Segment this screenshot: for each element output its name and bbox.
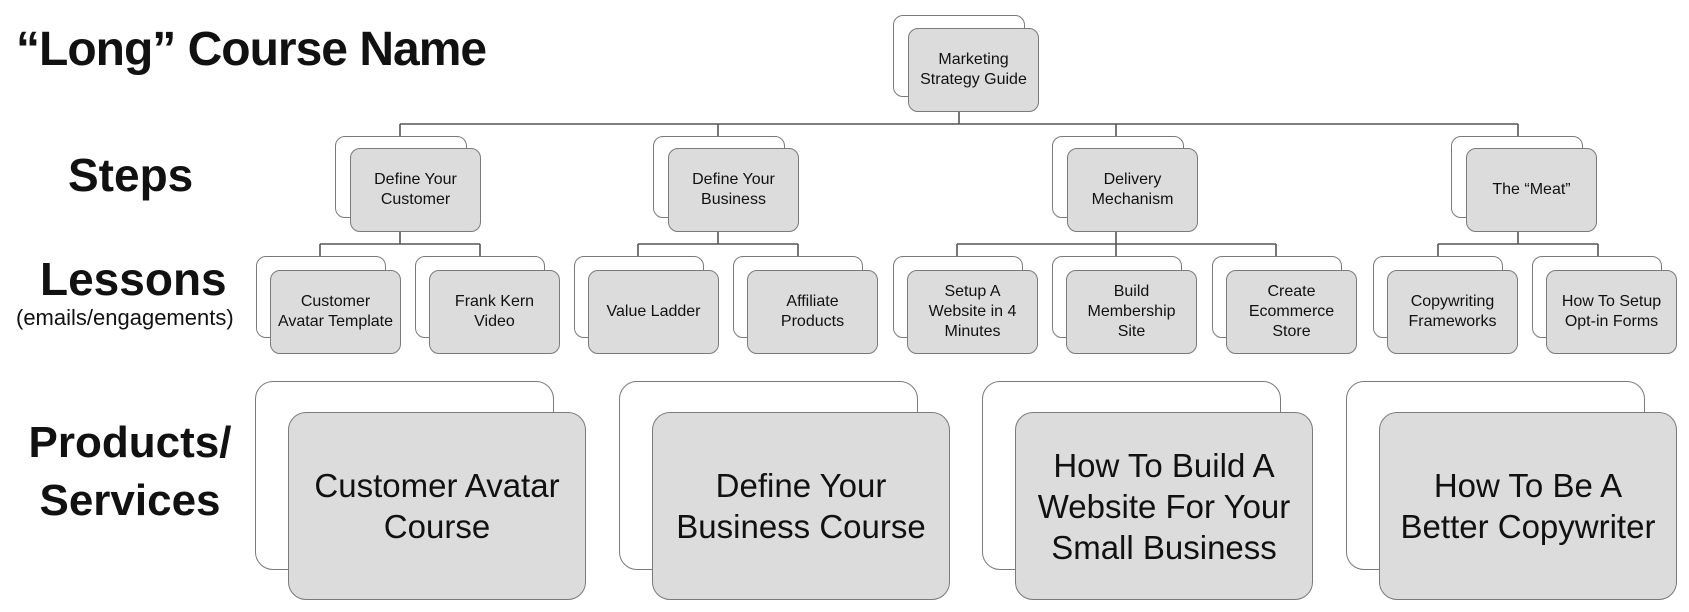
row-label-lessons-subtitle: (emails/engagements) [16,305,234,330]
product-node-customer-avatar-course: Customer Avatar Course [288,412,586,600]
lesson-node-setup-website: Setup A Website in 4 Minutes [907,270,1038,354]
lesson-node-optin-forms: How To Setup Opt-in Forms [1546,270,1677,354]
product-node-define-business-course: Define Your Business Course [652,412,950,600]
lesson-node-create-ecommerce-store: Create Ecommerce Store [1226,270,1357,354]
row-label-products-line2: Services [39,476,221,525]
step-node-the-meat: The “Meat” [1466,148,1597,232]
step-node-define-customer: Define Your Customer [350,148,481,232]
root-node: Marketing Strategy Guide [908,28,1039,112]
step-node-define-business: Define Your Business [668,148,799,232]
lesson-node-affiliate-products: Affiliate Products [747,270,878,354]
lesson-node-customer-avatar-template: Customer Avatar Template [270,270,401,354]
row-label-steps: Steps [68,149,194,201]
product-node-build-website-course: How To Build A Website For Your Small Bu… [1015,412,1313,600]
step-node-delivery-mechanism: Delivery Mechanism [1067,148,1198,232]
course-title: “Long” Course Name [16,23,487,76]
row-label-lessons: Lessons [40,253,227,305]
lesson-node-copywriting-frameworks: Copywriting Frameworks [1387,270,1518,354]
lesson-node-value-ladder: Value Ladder [588,270,719,354]
lesson-node-frank-kern-video: Frank Kern Video [429,270,560,354]
lesson-node-build-membership-site: Build Membership Site [1066,270,1197,354]
row-label-products-line1: Products/ [28,418,232,467]
row-label-products: Products/ Services [20,414,240,530]
product-node-better-copywriter-course: How To Be A Better Copywriter [1379,412,1677,600]
